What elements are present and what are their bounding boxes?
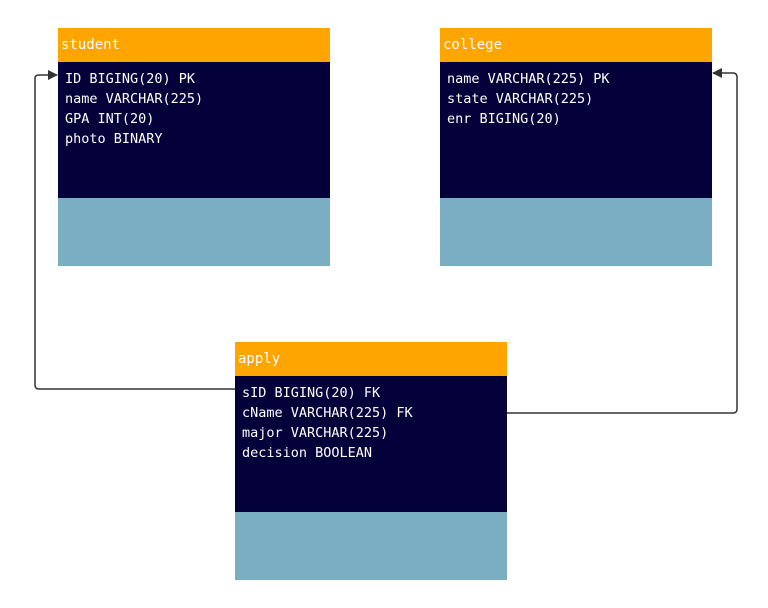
attribute-student-name: name VARCHAR(225) <box>65 91 204 107</box>
entity-apply[interactable]: apply sID BIGING(20) FK cName VARCHAR(22… <box>235 342 507 580</box>
entity-apply-attributes: sID BIGING(20) FK cName VARCHAR(225) FK … <box>235 376 507 512</box>
entity-apply-title: apply <box>238 351 281 367</box>
attribute-apply-sid: sID BIGING(20) FK <box>242 385 381 401</box>
connector-apply-to-college <box>507 68 738 414</box>
entity-college-footer <box>440 198 712 266</box>
entity-student-header: student <box>58 28 330 62</box>
attribute-apply-cname: cName VARCHAR(225) FK <box>242 405 413 421</box>
attribute-college-state: state VARCHAR(225) <box>447 91 594 107</box>
entity-student-attributes: ID BIGING(20) PK name VARCHAR(225) GPA I… <box>58 62 330 198</box>
attribute-apply-decision: decision BOOLEAN <box>242 445 373 461</box>
entity-college-attributes: name VARCHAR(225) PK state VARCHAR(225) … <box>440 62 712 198</box>
entity-student[interactable]: student ID BIGING(20) PK name VARCHAR(22… <box>58 28 330 266</box>
attribute-student-photo: photo BINARY <box>65 131 163 147</box>
attribute-student-id: ID BIGING(20) PK <box>65 71 196 87</box>
attribute-college-enr: enr BIGING(20) <box>447 111 561 127</box>
attribute-college-name: name VARCHAR(225) PK <box>447 71 610 87</box>
attribute-apply-major: major VARCHAR(225) <box>242 425 389 441</box>
entity-college-header: college <box>440 28 712 62</box>
entity-apply-footer <box>235 512 507 580</box>
entity-student-title: student <box>61 37 121 53</box>
entity-student-footer <box>58 198 330 266</box>
entity-college[interactable]: college name VARCHAR(225) PK state VARCH… <box>440 28 712 266</box>
attribute-student-gpa: GPA INT(20) <box>65 111 155 127</box>
entity-college-title: college <box>443 37 503 53</box>
entity-apply-header: apply <box>235 342 507 376</box>
connector-apply-to-student <box>34 70 235 390</box>
